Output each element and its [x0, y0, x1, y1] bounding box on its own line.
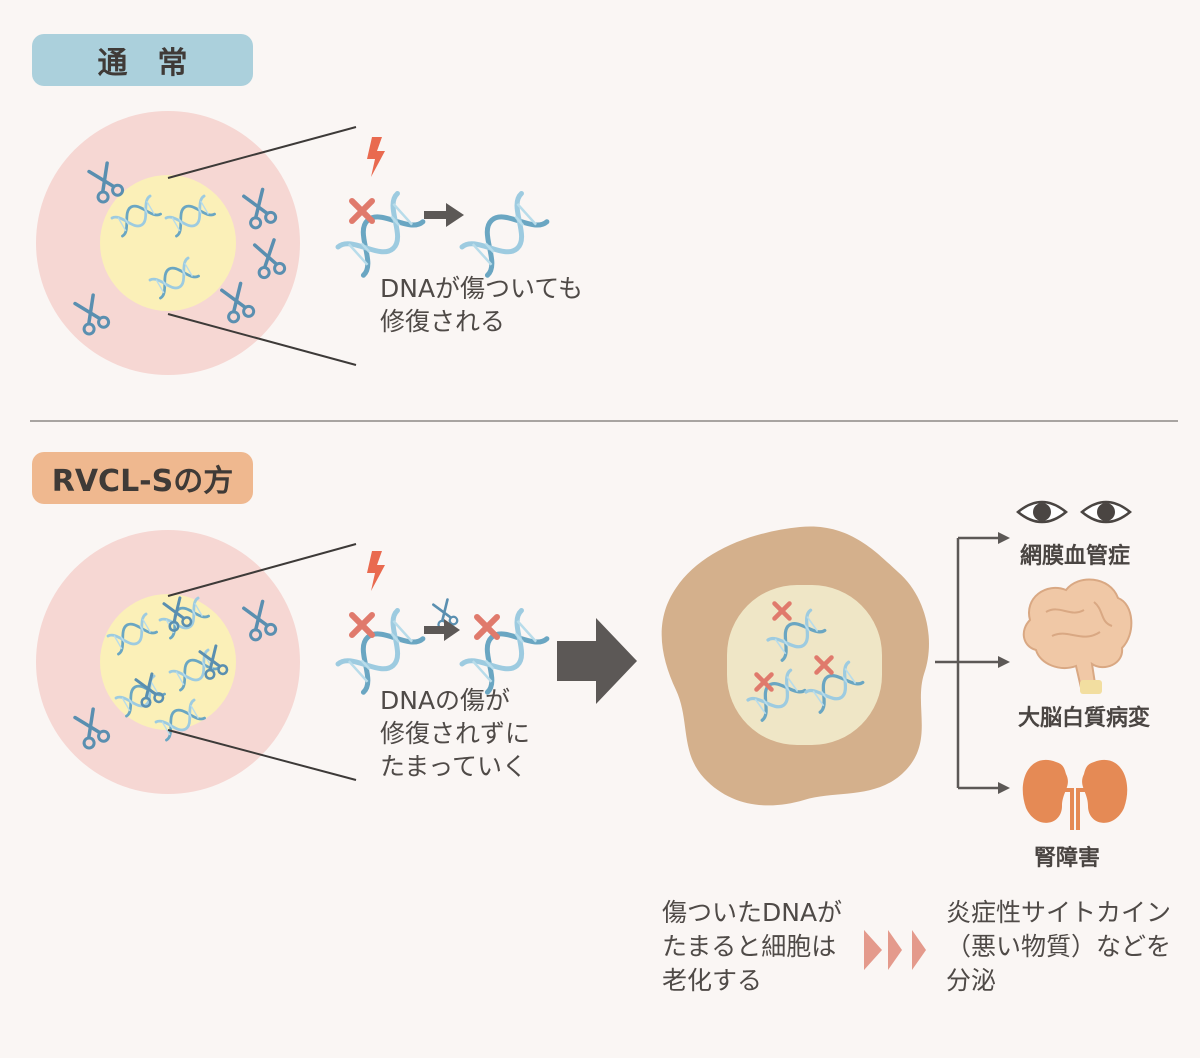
rvcl-small-arrow-head [444, 619, 460, 641]
normal-zoom-line-bottom [167, 313, 357, 366]
rvcl-section-title: RVCL-Sの方 [32, 452, 253, 504]
rvcl-nucleus [100, 594, 236, 730]
bottom-right-line: 分泌 [946, 966, 997, 995]
rvcl-zoom-line-bottom [167, 729, 357, 781]
bottom-right-text: 炎症性サイトカイン （悪い物質）などを 分泌 [946, 896, 1171, 998]
rvcl-damage-x-icon [352, 615, 372, 635]
arrowhead-kidney [998, 782, 1010, 794]
chevron-arrows-icon [864, 930, 926, 970]
normal-arrow-head [446, 203, 464, 227]
rvcl-lightning-icon [367, 551, 385, 591]
normal-lightning-icon [367, 137, 385, 177]
bottom-right-line: 炎症性サイトカイン [946, 898, 1172, 927]
outcome-label-kidney: 腎障害 [1034, 846, 1101, 871]
outcome-connector [935, 536, 1000, 790]
normal-damaged-dna-icon [338, 193, 423, 275]
normal-arrow-shaft [424, 211, 446, 219]
rvcl-unrepaired-dna-icon [462, 610, 547, 692]
bottom-left-line: たまると細胞は [662, 932, 837, 961]
normal-nucleus [100, 175, 236, 311]
arrowhead-retina [998, 532, 1010, 544]
aged-nucleus [727, 585, 882, 745]
normal-zoom-line-top [167, 126, 357, 179]
brain-icon [1022, 578, 1133, 694]
outcome-label-brain: 大脳白質病変 [1018, 706, 1151, 731]
normal-caption: DNAが傷ついても 修復される [380, 272, 583, 338]
rvcl-caption-line: たまっていく [380, 752, 528, 781]
arrowhead-brain [998, 656, 1010, 668]
big-arrow-icon [557, 618, 637, 704]
bottom-right-line: （悪い物質）などを [946, 932, 1172, 961]
rvcl-unrepaired-x-icon [477, 617, 497, 637]
normal-repaired-dna-icon [462, 193, 547, 275]
rvcl-caption-line: 修復されずに [380, 719, 531, 748]
rvcl-caption-line: DNAの傷が [380, 686, 511, 715]
rvcl-zoom-line-top [167, 543, 357, 597]
rvcl-small-arrow-shaft [424, 626, 444, 634]
normal-damage-x-icon [352, 201, 372, 221]
bottom-left-text: 傷ついたDNAが たまると細胞は 老化する [662, 896, 842, 998]
bottom-left-line: 老化する [662, 966, 763, 995]
rvcl-caption: DNAの傷が 修復されずに たまっていく [380, 684, 530, 783]
outcome-label-retina: 網膜血管症 [1020, 544, 1131, 569]
kidney-icon [1022, 759, 1128, 830]
bottom-left-line: 傷ついたDNAが [662, 898, 843, 927]
normal-section-title: 通 常 [32, 34, 253, 86]
rvcl-damaged-dna-icon [338, 610, 423, 692]
normal-caption-line: 修復される [380, 307, 506, 336]
normal-caption-line: DNAが傷ついても [380, 274, 584, 303]
eyes-icon [1016, 500, 1132, 524]
